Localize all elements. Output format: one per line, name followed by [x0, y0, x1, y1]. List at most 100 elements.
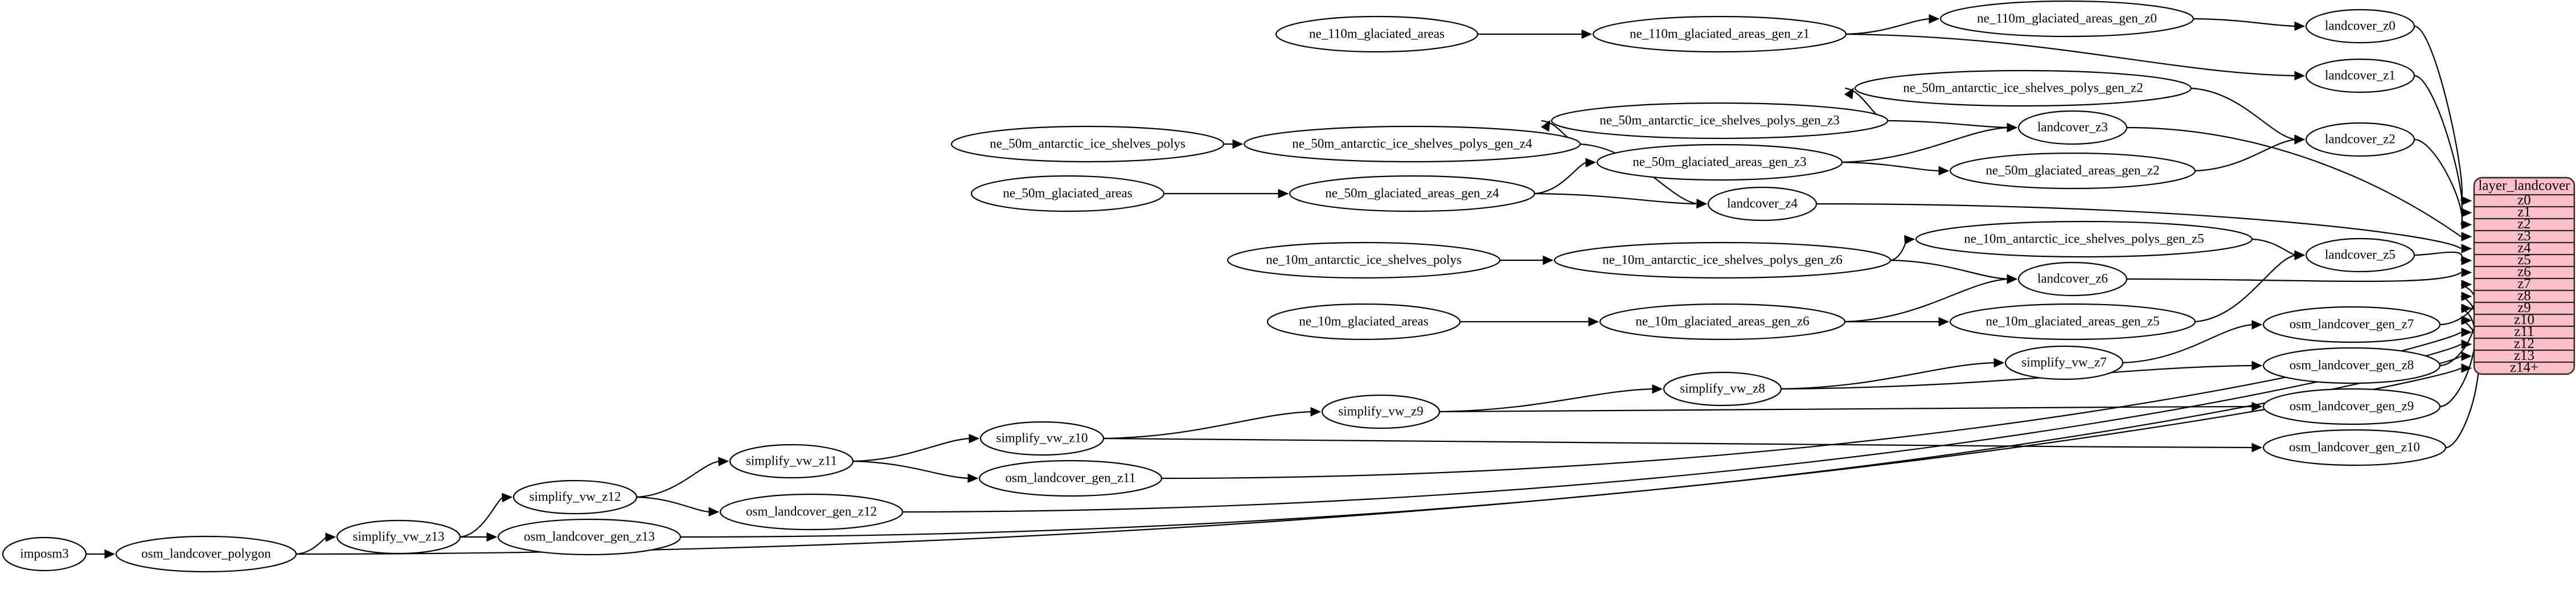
graph-edge — [2439, 304, 2476, 408]
record-row-z12[interactable]: z12 — [2514, 336, 2534, 351]
node-label: simplify_vw_z12 — [530, 489, 621, 503]
node-label: simplify_vw_z13 — [353, 529, 445, 543]
graph-edge — [1478, 29, 1593, 39]
graph-node-ne_10m_antarctic_ice_shelves_polys_gen_z5[interactable]: ne_10m_antarctic_ice_shelves_polys_gen_z… — [1915, 220, 2253, 258]
graph-node-landcover_z4[interactable]: landcover_z4 — [1707, 186, 1818, 222]
graph-node-osm_landcover_gen_z12[interactable]: osm_landcover_gen_z12 — [719, 493, 904, 531]
graph-node-ne_10m_antarctic_ice_shelves_polys_gen_z6[interactable]: ne_10m_antarctic_ice_shelves_polys_gen_z… — [1553, 241, 1892, 279]
edge-line — [2439, 296, 2476, 367]
edge-line — [1161, 331, 2462, 479]
node-shape — [497, 518, 682, 556]
record-row-z5[interactable]: z5 — [2517, 252, 2531, 268]
node-label: osm_landcover_gen_z8 — [2290, 358, 2414, 372]
graph-node-ne_10m_glaciated_areas_gen_z6[interactable]: ne_10m_glaciated_areas_gen_z6 — [1599, 303, 1846, 341]
graph-node-simplify_vw_z8[interactable]: simplify_vw_z8 — [1663, 371, 1782, 407]
node-label: ne_50m_antarctic_ice_shelves_polys_gen_z… — [1599, 113, 1840, 127]
graph-node-simplify_vw_z11[interactable]: simplify_vw_z11 — [729, 444, 854, 479]
graph-node-landcover_z1[interactable]: landcover_z1 — [2305, 58, 2415, 93]
node-label: ne_10m_antarctic_ice_shelves_polys_gen_z… — [1964, 231, 2204, 245]
graph-node-landcover_z5[interactable]: landcover_z5 — [2305, 237, 2415, 273]
node-shape — [1275, 15, 1479, 53]
record-row-z4[interactable]: z4 — [2517, 240, 2531, 256]
edge-arrowhead — [2251, 442, 2263, 453]
graph-edge — [1161, 327, 2472, 479]
graph-node-ne_10m_glaciated_areas_gen_z5[interactable]: ne_10m_glaciated_areas_gen_z5 — [1949, 303, 2196, 341]
graph-node-ne_110m_glaciated_areas_gen_z1[interactable]: ne_110m_glaciated_areas_gen_z1 — [1592, 15, 1847, 53]
node-label: simplify_vw_z7 — [2021, 355, 2107, 369]
graph-node-ne_50m_antarctic_ice_shelves_polys_gen_z2[interactable]: ne_50m_antarctic_ice_shelves_polys_gen_z… — [1854, 69, 2192, 107]
record-row-z14+[interactable]: z14+ — [2510, 360, 2538, 375]
record-row-z11[interactable]: z11 — [2514, 324, 2534, 339]
graph-edge — [460, 532, 498, 542]
graph-node-osm_landcover_polygon[interactable]: osm_landcover_polygon — [115, 535, 297, 573]
edge-arrowhead — [2294, 71, 2306, 81]
graph-node-ne_50m_antarctic_ice_shelves_polys_gen_z4[interactable]: ne_50m_antarctic_ice_shelves_polys_gen_z… — [1243, 125, 1581, 163]
graph-node-osm_landcover_gen_z13[interactable]: osm_landcover_gen_z13 — [497, 518, 682, 556]
edge-arrowhead — [2294, 135, 2306, 145]
graph-node-osm_landcover_gen_z10[interactable]: osm_landcover_gen_z10 — [2262, 429, 2447, 466]
node-shape — [1663, 371, 1782, 407]
node-shape — [1949, 152, 2196, 190]
record-row-z2[interactable]: z2 — [2517, 216, 2531, 232]
record-row-z0[interactable]: z0 — [2517, 192, 2531, 208]
graph-node-ne_110m_glaciated_areas_gen_z0[interactable]: ne_110m_glaciated_areas_gen_z0 — [1939, 0, 2194, 38]
record-row-z9[interactable]: z9 — [2517, 300, 2531, 315]
edge-line — [2194, 254, 2296, 323]
edge-arrowhead — [1543, 255, 1554, 265]
edge-arrowhead — [2294, 21, 2306, 31]
graph-node-simplify_vw_z10[interactable]: simplify_vw_z10 — [979, 421, 1105, 456]
graph-node-imposm3[interactable]: imposm3 — [2, 536, 87, 572]
graph-node-simplify_vw_z12[interactable]: simplify_vw_z12 — [512, 479, 638, 515]
graph-node-ne_50m_glaciated_areas_gen_z4[interactable]: ne_50m_glaciated_areas_gen_z4 — [1289, 175, 1536, 212]
graph-edge — [2126, 126, 2472, 241]
record-row-z13[interactable]: z13 — [2514, 348, 2534, 363]
record-row-z6[interactable]: z6 — [2517, 264, 2531, 280]
graph-node-osm_landcover_gen_z8[interactable]: osm_landcover_gen_z8 — [2262, 347, 2441, 384]
graph-node-simplify_vw_z7[interactable]: simplify_vw_z7 — [2004, 345, 2124, 380]
edge-line — [1816, 203, 2462, 249]
edge-arrowhead — [1652, 384, 1663, 394]
graph-node-landcover_z2[interactable]: landcover_z2 — [2305, 122, 2415, 157]
record-row-z3[interactable]: z3 — [2517, 228, 2531, 244]
node-label: landcover_z4 — [1727, 196, 1798, 210]
record-row-z8[interactable]: z8 — [2517, 288, 2531, 304]
graph-node-landcover_z0[interactable]: landcover_z0 — [2305, 9, 2415, 44]
edge-arrowhead — [2461, 363, 2472, 373]
record-row-z10[interactable]: z10 — [2514, 312, 2534, 327]
node-label: simplify_vw_z10 — [996, 430, 1088, 445]
node-label: ne_50m_antarctic_ice_shelves_polys_gen_z… — [1292, 136, 1532, 150]
edge-arrowhead — [1585, 158, 1597, 167]
graph-edge — [1844, 274, 2018, 323]
graph-node-landcover_z3[interactable]: landcover_z3 — [2017, 110, 2128, 145]
node-label: ne_10m_glaciated_areas_gen_z6 — [1635, 314, 1809, 328]
edge-arrowhead — [967, 473, 979, 483]
record-row-z1[interactable]: z1 — [2517, 204, 2531, 220]
graph-edge — [1103, 437, 2263, 453]
graph-node-ne_50m_antarctic_ice_shelves_polys[interactable]: ne_50m_antarctic_ice_shelves_polys — [950, 125, 1225, 163]
graph-node-osm_landcover_gen_z7[interactable]: osm_landcover_gen_z7 — [2262, 306, 2441, 343]
graph-edge — [1224, 139, 1244, 149]
graph-node-ne_50m_antarctic_ice_shelves_polys_gen_z3[interactable]: ne_50m_antarctic_ice_shelves_polys_gen_z… — [1550, 102, 1889, 140]
graph-node-simplify_vw_z13[interactable]: simplify_vw_z13 — [336, 519, 461, 555]
record-table-header: layer_landcover — [2478, 178, 2570, 194]
graph-edge — [2194, 251, 2306, 323]
edge-line — [1890, 238, 1907, 261]
record-row-z7[interactable]: z7 — [2517, 276, 2531, 292]
graph-node-ne_50m_glaciated_areas_gen_z3[interactable]: ne_50m_glaciated_areas_gen_z3 — [1596, 143, 1843, 181]
graph-node-ne_10m_antarctic_ice_shelves_polys[interactable]: ne_10m_antarctic_ice_shelves_polys — [1227, 241, 1501, 279]
graph-node-ne_50m_glaciated_areas[interactable]: ne_50m_glaciated_areas — [970, 175, 1165, 212]
node-label: osm_landcover_gen_z7 — [2290, 317, 2414, 331]
graph-node-osm_landcover_gen_z9[interactable]: osm_landcover_gen_z9 — [2262, 388, 2441, 425]
node-label: osm_landcover_polygon — [141, 546, 271, 560]
graph-node-landcover_z6[interactable]: landcover_z6 — [2017, 261, 2128, 297]
graph-node-simplify_vw_z9[interactable]: simplify_vw_z9 — [1321, 394, 1441, 429]
graph-node-ne_110m_glaciated_areas[interactable]: ne_110m_glaciated_areas — [1275, 15, 1479, 53]
graph-edge — [2414, 251, 2472, 265]
graph-node-ne_50m_glaciated_areas_gen_z2[interactable]: ne_50m_glaciated_areas_gen_z2 — [1949, 152, 2196, 190]
graph-edge — [2194, 135, 2306, 172]
graph-node-osm_landcover_gen_z11[interactable]: osm_landcover_gen_z11 — [978, 460, 1163, 497]
node-label: osm_landcover_gen_z13 — [524, 529, 655, 543]
edge-arrowhead — [1588, 317, 1599, 327]
graph-node-ne_10m_glaciated_areas[interactable]: ne_10m_glaciated_areas — [1266, 303, 1461, 341]
edge-arrowhead — [1696, 199, 1708, 209]
